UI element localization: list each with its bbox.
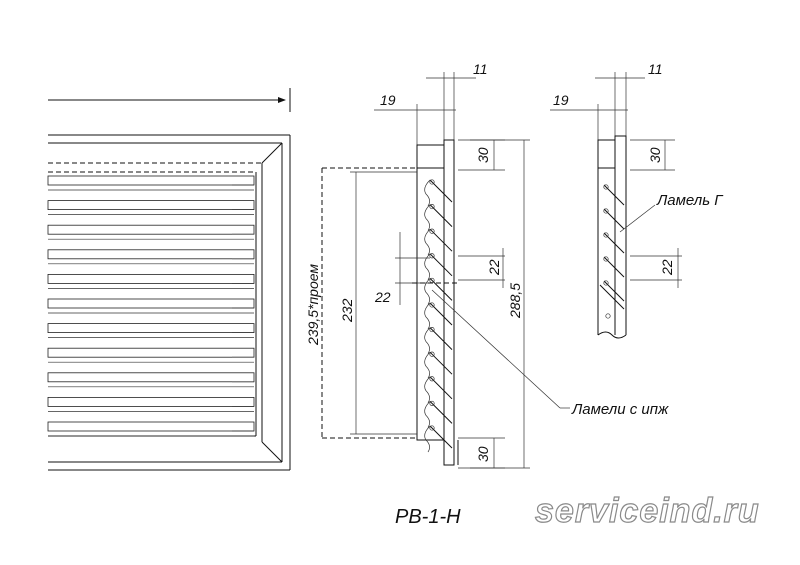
dim-22-right: 22 xyxy=(659,259,675,276)
front-slat xyxy=(47,396,255,407)
section-slat-spring xyxy=(424,425,431,453)
section-slat-spring xyxy=(424,327,431,354)
dim-30-bottom: 30 xyxy=(475,446,491,462)
detail-slat-hole xyxy=(603,232,609,238)
section-slat-spring xyxy=(424,204,431,231)
callout-blades-ipzh: Ламели с ипж xyxy=(571,401,669,418)
front-slat xyxy=(47,175,255,186)
section-slat-hole xyxy=(429,376,435,382)
dim-11-right: 11 xyxy=(648,61,663,77)
section-slat-spring xyxy=(424,179,431,207)
detail-slat xyxy=(603,184,625,206)
detail-slat xyxy=(603,280,625,302)
section-slat xyxy=(429,351,453,375)
detail-view: 11 19 30 22 Ламель Г xyxy=(550,61,724,339)
dim-232: 232 xyxy=(339,298,355,323)
front-slats xyxy=(47,175,255,437)
front-slat xyxy=(47,323,255,334)
section-slat xyxy=(429,278,453,301)
front-slat xyxy=(47,200,255,211)
dim-30-right: 30 xyxy=(647,147,663,163)
detail-slat xyxy=(603,208,625,230)
section-slat-hole xyxy=(429,302,435,308)
section-view: 11 19 30 30 22 22 239,5*проем xyxy=(305,61,669,469)
section-slat xyxy=(429,327,453,350)
dim-288: 288,5 xyxy=(507,283,523,319)
detail-slat-hole xyxy=(603,280,609,286)
section-slat-spring xyxy=(424,278,431,305)
section-slat xyxy=(429,401,453,424)
detail-slat xyxy=(603,232,625,254)
section-slat xyxy=(429,425,453,449)
section-slat-spring xyxy=(424,401,431,428)
detail-frame-profile xyxy=(597,135,627,335)
section-slat xyxy=(429,253,453,277)
dim-22-left: 22 xyxy=(374,289,391,305)
front-slat xyxy=(47,372,255,383)
front-slat xyxy=(47,421,255,432)
section-slat-hole xyxy=(429,425,435,431)
section-slats xyxy=(424,179,453,453)
watermark: serviceind.ru xyxy=(535,492,760,530)
dim-30-top: 30 xyxy=(475,147,491,163)
section-slat-hole xyxy=(429,204,435,210)
front-slat xyxy=(47,273,255,284)
detail-slat-hole xyxy=(603,208,609,214)
section-slat-spring xyxy=(424,351,431,379)
dim-opening: 239,5*проем xyxy=(305,264,321,346)
section-slat-hole xyxy=(429,253,435,259)
section-slat xyxy=(429,376,453,400)
section-slat-spring xyxy=(424,228,431,256)
dim-11-middle: 11 xyxy=(473,61,488,77)
section-slat-hole xyxy=(429,400,435,406)
dim-19-right: 19 xyxy=(553,92,569,108)
dim-19-middle: 19 xyxy=(380,92,396,108)
front-slat xyxy=(47,347,255,358)
section-slat xyxy=(429,204,453,227)
detail-break-line xyxy=(597,331,627,339)
frame-profile xyxy=(416,139,455,466)
frame-corner-top xyxy=(261,142,283,164)
section-slat xyxy=(429,228,453,252)
front-slat xyxy=(47,249,255,260)
detail-slat-hole xyxy=(603,184,609,190)
section-slat-hole xyxy=(429,327,435,333)
section-slat xyxy=(429,302,453,326)
leader-ipzh xyxy=(431,289,561,409)
front-slat xyxy=(47,298,255,309)
section-slat-spring xyxy=(424,302,431,330)
detail-slat xyxy=(603,256,625,278)
section-slat xyxy=(429,179,453,203)
detail-slat-hole xyxy=(605,313,611,319)
front-slat xyxy=(47,224,255,235)
detail-slat-hole xyxy=(603,256,609,262)
detail-slats xyxy=(599,184,625,319)
drawing-title: РВ-1-Н xyxy=(395,506,461,528)
front-view xyxy=(47,88,291,471)
section-slat-hole xyxy=(429,179,435,185)
leader-blade-g xyxy=(619,204,656,233)
section-slat-spring xyxy=(424,253,431,280)
section-slat-spring xyxy=(424,376,431,403)
section-slat-hole xyxy=(429,351,435,357)
frame-corner-bottom xyxy=(261,441,283,463)
section-slat-hole xyxy=(429,277,435,283)
section-slat-hole xyxy=(429,228,435,234)
dim-22-middle: 22 xyxy=(486,259,502,276)
callout-blade-g: Ламель Г xyxy=(656,192,724,209)
detail-slat-cut xyxy=(599,284,625,310)
